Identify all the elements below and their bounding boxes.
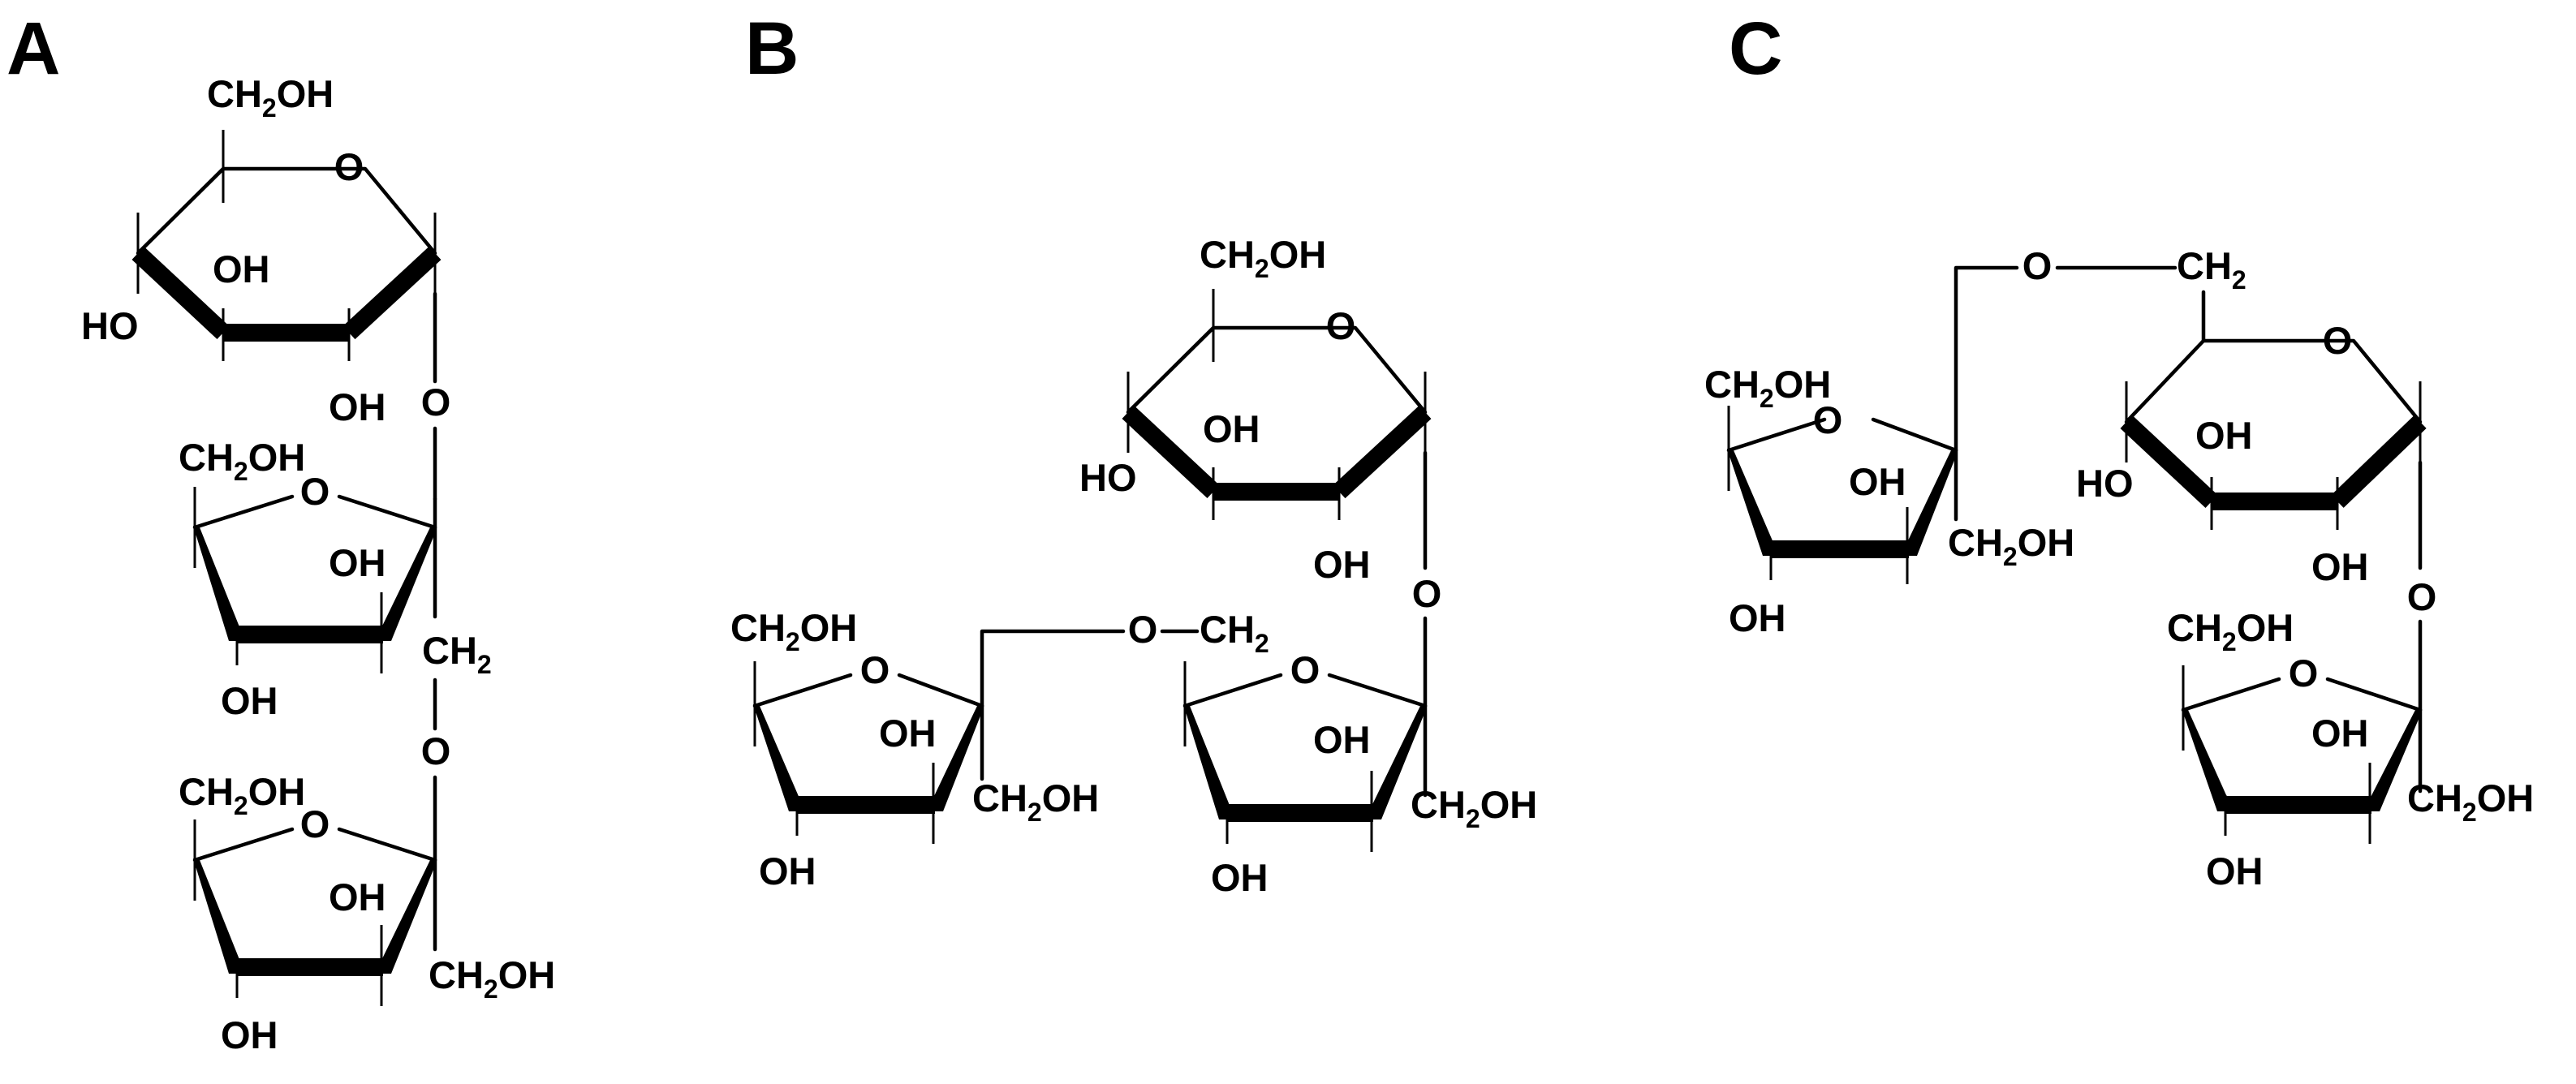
glycosidic-oxygen-2: O <box>421 729 451 772</box>
fructose1-oh-c4: OH <box>221 679 278 722</box>
fructose-left-ring-oxygen: O <box>1813 398 1843 441</box>
fructose-ring-b-right <box>1182 661 1428 852</box>
panel-label-a: A <box>6 7 61 90</box>
glucose-oh-c2: OH <box>329 385 386 428</box>
fructose-right-ring-oxygen: O <box>2289 652 2319 695</box>
fructose1-ch2oh: CH2OH <box>179 436 305 486</box>
glucose-ring-a <box>131 130 442 384</box>
fructose-right-ch2oh-c1: CH2OH <box>2407 776 2534 827</box>
fructose-left-oh-c4: OH <box>1729 596 1786 639</box>
glucose-ch2oh: CH2OH <box>1200 233 1326 283</box>
fructose2-ch2oh-c1: CH2OH <box>429 953 555 1004</box>
fructose2-oh-c3: OH <box>329 875 386 918</box>
glycosidic-oxygen-1: O <box>421 381 451 424</box>
fructose2-oh-c4: OH <box>221 1013 278 1056</box>
glucose-ch2-linker: CH2 <box>2177 244 2246 295</box>
fructose2-ch2oh: CH2OH <box>179 770 305 820</box>
glucose-oh-c2: OH <box>1313 543 1371 586</box>
fructose1-ch2-linker: CH2 <box>422 629 492 679</box>
fructose-left-ch2oh-c1: CH2OH <box>1948 521 2074 571</box>
fructose-right-oh-c3: OH <box>1313 718 1371 761</box>
panel-b-structure: CH2OH O OH HO OH O CH2 O OH OH <box>730 233 1537 899</box>
fructose-ring-c-right <box>2181 665 2423 844</box>
glycosidic-oxygen-2: O <box>2022 244 2053 287</box>
fructose-left-ring-oxygen: O <box>860 648 890 691</box>
fructose-ring-a1 <box>192 487 437 673</box>
panel-c: C O CH2 CH2OH O OH OH <box>1704 0 2576 1084</box>
fructose-left-oh-c4: OH <box>759 850 816 893</box>
panel-a: A CH2OH O OH HO OH O <box>0 0 730 1084</box>
fructose1-ring-oxygen: O <box>300 470 330 513</box>
glucose-oh-c3: OH <box>213 247 270 290</box>
panel-a-structure: CH2OH O OH HO OH O CH2OH O OH OH <box>81 72 555 1056</box>
fructose-left-ch2oh-c1: CH2OH <box>972 776 1099 827</box>
panel-label-b: B <box>745 7 799 90</box>
glycosidic-oxygen-1: O <box>2407 575 2437 618</box>
fructose2-ring-oxygen: O <box>300 802 330 845</box>
glucose-ho-c4: HO <box>2076 462 2134 505</box>
glucose-ring-oxygen: O <box>2323 319 2353 362</box>
fructose-left-oh-c3: OH <box>1849 460 1906 503</box>
glucose-oh-c3: OH <box>2195 414 2253 457</box>
fructose-right-oh-c4: OH <box>2206 850 2264 893</box>
fructose-right-oh-c3: OH <box>2311 712 2369 755</box>
glucose-ho-c4: HO <box>1079 456 1137 499</box>
panel-c-structure: O CH2 CH2OH O OH OH CH2OH <box>1704 244 2534 893</box>
fructose-right-oh-c4: OH <box>1211 856 1269 899</box>
panel-label-c: C <box>1729 7 1783 90</box>
fructose-right-ring-oxygen: O <box>1290 648 1320 691</box>
glucose-ring-b <box>1122 289 1432 570</box>
fructose1-oh-c3: OH <box>329 541 386 584</box>
fructose-left-oh-c3: OH <box>879 712 937 755</box>
glucose-ring-c <box>2120 338 2427 570</box>
fructose-left-ch2oh: CH2OH <box>1704 363 1831 413</box>
glucose-ring-oxygen: O <box>334 145 364 188</box>
glucose-ch2oh: CH2OH <box>207 72 334 123</box>
glycosidic-oxygen-2: O <box>1128 608 1158 651</box>
fructose-right-ch2-linker: CH2 <box>1200 608 1269 658</box>
glucose-ring-oxygen: O <box>1326 304 1356 347</box>
glucose-ho-c4: HO <box>81 304 139 347</box>
fructose-ring-b-left <box>752 661 984 844</box>
fructose-ring-c-left <box>1726 406 1958 584</box>
glycosidic-oxygen-1: O <box>1412 572 1442 615</box>
fructose-left-ch2oh: CH2OH <box>730 606 857 656</box>
glucose-oh-c2: OH <box>2311 545 2369 588</box>
panel-b: B CH2OH O OH HO OH O <box>730 0 1623 1084</box>
fructose-right-ch2oh-c1: CH2OH <box>1411 783 1537 833</box>
fructose-ring-a2 <box>192 819 437 1006</box>
glucose-oh-c3: OH <box>1203 407 1260 450</box>
fructose-right-ch2oh: CH2OH <box>2167 606 2294 656</box>
